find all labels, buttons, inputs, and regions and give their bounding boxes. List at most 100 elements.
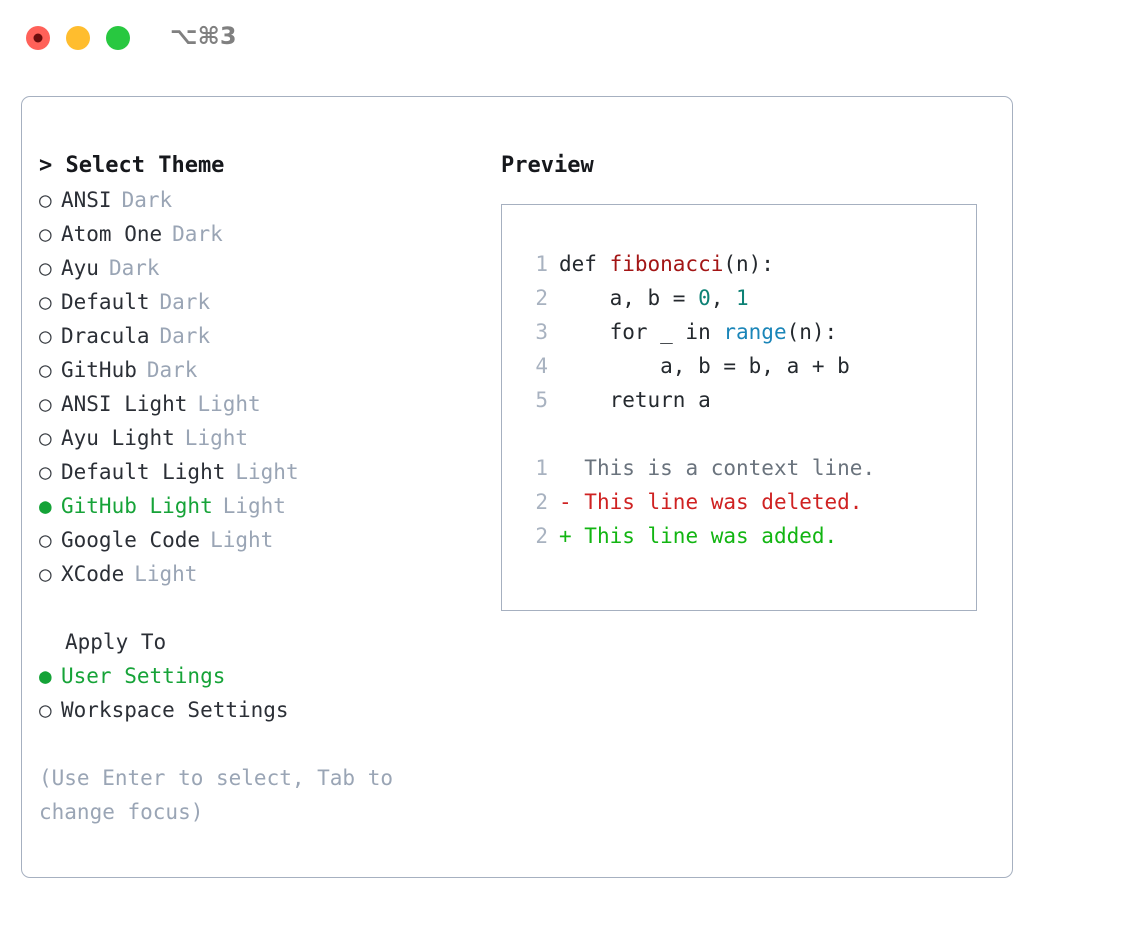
- theme-kind-label: Light: [134, 562, 198, 586]
- radio-unselected-icon[interactable]: ○: [39, 460, 52, 484]
- radio-unselected-icon[interactable]: ○: [39, 562, 52, 586]
- radio-unselected-icon[interactable]: ○: [39, 392, 52, 416]
- theme-name-label: GitHub Light: [61, 494, 213, 518]
- radio-unselected-icon[interactable]: ○: [39, 528, 52, 552]
- apply-to-option-label: User Settings: [61, 664, 226, 688]
- radio-unselected-icon[interactable]: ○: [39, 256, 52, 280]
- diff-marker: +: [559, 524, 585, 548]
- diff-line-number: 2: [535, 524, 548, 548]
- theme-list-item[interactable]: ○ Default Light Light: [39, 455, 509, 489]
- radio-selected-icon[interactable]: ●: [39, 494, 52, 518]
- radio-selected-icon[interactable]: ●: [39, 664, 52, 688]
- window-title: ⌥⌘3: [170, 22, 237, 50]
- theme-kind-label: Light: [197, 392, 261, 416]
- theme-kind-label: Dark: [108, 256, 160, 280]
- diff-marker: -: [559, 490, 585, 514]
- maximize-button-icon[interactable]: [106, 26, 130, 50]
- code-token: (n):: [786, 320, 838, 344]
- diff-marker: [559, 451, 584, 485]
- theme-kind-label: Dark: [159, 290, 211, 314]
- code-token: (n):: [723, 252, 774, 276]
- radio-unselected-icon[interactable]: ○: [39, 358, 52, 382]
- radio-unselected-icon[interactable]: ○: [39, 188, 52, 212]
- code-token: 1: [736, 286, 749, 310]
- code-token: a, b = b, a + b: [559, 354, 850, 378]
- theme-kind-label: Light: [222, 494, 286, 518]
- traffic-light-group: [26, 26, 130, 50]
- diff-line-text: This is a context line.: [584, 456, 876, 480]
- code-line-content: a, b = 0, 1: [559, 281, 749, 315]
- theme-name-label: Dracula: [61, 324, 150, 348]
- radio-unselected-icon[interactable]: ○: [39, 426, 52, 450]
- apply-to-heading: Apply To: [65, 630, 167, 654]
- theme-list-item[interactable]: ○ Atom One Dark: [39, 217, 509, 251]
- code-token: a, b =: [559, 286, 699, 310]
- minimize-button-icon[interactable]: [66, 26, 90, 50]
- radio-unselected-icon[interactable]: ○: [39, 290, 52, 314]
- theme-kind-label: Light: [210, 528, 274, 552]
- theme-kind-label: Light: [184, 426, 249, 450]
- code-token: 0: [698, 286, 711, 310]
- diff-block: 1 This is a context line. 2- This line wa…: [522, 451, 970, 553]
- code-line-number: 3: [535, 320, 548, 344]
- code-token: range: [723, 320, 787, 344]
- theme-name-label: Default Light: [61, 460, 226, 484]
- title-bar: ⌥⌘3: [0, 0, 1140, 78]
- keyboard-hint-text: (Use Enter to select, Tab to change focu…: [39, 766, 394, 824]
- code-line: 3 for _ in range(n):: [522, 315, 970, 349]
- code-line-content: def fibonacci(n):: [559, 247, 774, 281]
- theme-kind-label: Dark: [159, 324, 211, 348]
- recording-indicator-icon: [33, 33, 43, 43]
- theme-name-label: XCode: [61, 562, 125, 586]
- theme-list-item[interactable]: ○ XCode Light: [39, 557, 509, 591]
- diff-line-text: This line was deleted.: [584, 490, 863, 514]
- diff-line: 1 This is a context line.: [522, 451, 970, 485]
- code-line-content: a, b = b, a + b: [559, 349, 850, 383]
- code-line-content: for _ in range(n):: [559, 315, 838, 349]
- theme-list-item[interactable]: ○ Ayu Light Light: [39, 421, 509, 455]
- apply-to-option-list[interactable]: ● User Settings ○ Workspace Settings: [39, 659, 509, 727]
- code-line-content: return a: [559, 383, 711, 417]
- radio-unselected-icon[interactable]: ○: [39, 222, 52, 246]
- code-line-number: 4: [535, 354, 548, 378]
- diff-line-text: This line was added.: [584, 524, 838, 548]
- theme-list-item[interactable]: ● GitHub Light Light: [39, 489, 509, 523]
- theme-list-item[interactable]: ○ ANSI Light Light: [39, 387, 509, 421]
- theme-kind-label: Dark: [121, 188, 173, 212]
- apply-to-option[interactable]: ● User Settings: [39, 659, 509, 693]
- theme-list-item[interactable]: ○ Ayu Dark: [39, 251, 509, 285]
- code-line: 2 a, b = 0, 1: [522, 281, 970, 315]
- radio-unselected-icon[interactable]: ○: [39, 698, 52, 722]
- code-line-number: 5: [535, 388, 548, 412]
- code-token: fibonacci: [609, 252, 724, 276]
- theme-list-item[interactable]: ○ Dracula Dark: [39, 319, 509, 353]
- code-token: ,: [710, 286, 737, 310]
- apply-to-option[interactable]: ○ Workspace Settings: [39, 693, 509, 727]
- theme-kind-label: Light: [235, 460, 299, 484]
- apply-to-option-label: Workspace Settings: [61, 698, 289, 722]
- theme-name-label: ANSI Light: [61, 392, 188, 416]
- theme-name-label: Ayu: [61, 256, 99, 280]
- close-button-icon[interactable]: [26, 26, 50, 50]
- diff-line-number: 2: [535, 490, 548, 514]
- theme-kind-label: Dark: [172, 222, 223, 246]
- code-token: for _ in: [559, 320, 724, 344]
- theme-name-label: Atom One: [61, 222, 163, 246]
- theme-kind-label: Dark: [146, 358, 198, 382]
- code-token: return a: [559, 388, 711, 412]
- theme-name-label: Ayu Light: [61, 426, 175, 450]
- code-token: def: [559, 252, 610, 276]
- radio-unselected-icon[interactable]: ○: [39, 324, 52, 348]
- code-diff-spacer: [522, 417, 970, 451]
